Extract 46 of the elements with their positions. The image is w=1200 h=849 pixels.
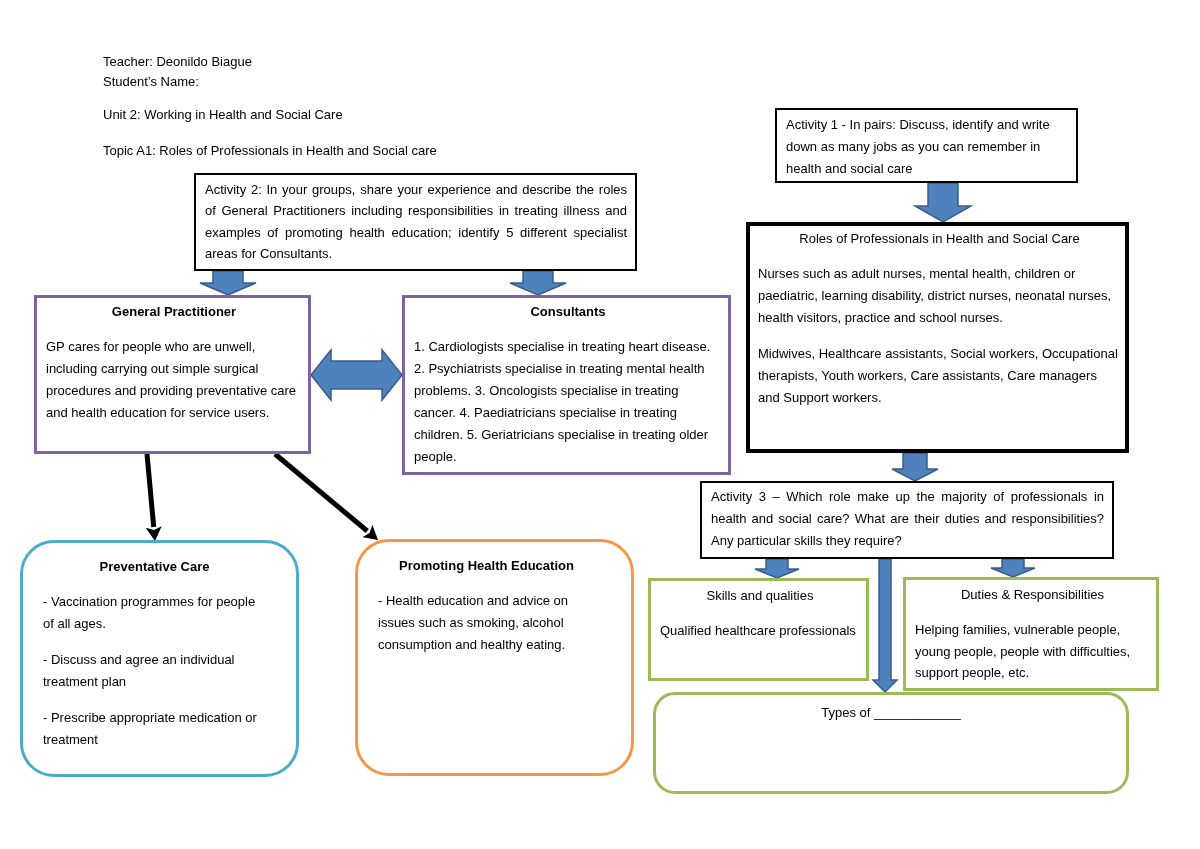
box-text: Qualified healthcare professionals bbox=[660, 622, 857, 640]
block-arrow bbox=[509, 270, 567, 296]
box-heading: Types of ____________ bbox=[820, 704, 962, 722]
info-box bbox=[903, 577, 1159, 691]
box-text: GP cares for people who are unwell, including carrying out simple surgical procedures and providing preventative care and health education for service users. bbox=[46, 338, 298, 422]
info-box bbox=[402, 295, 731, 475]
box-heading: Preventative Care bbox=[98, 558, 211, 576]
info-box bbox=[34, 295, 311, 454]
arrow bbox=[144, 453, 162, 541]
block-arrow bbox=[871, 558, 899, 694]
box-heading: Roles of Professionals in Health and Social Care bbox=[798, 230, 1081, 248]
header-text: Teacher: Deonildo Biague bbox=[103, 53, 252, 71]
box-text: Helping families, vulnerable people, young people, people with difficulties, support people, etc. bbox=[915, 621, 1132, 682]
box-heading: Skills and qualities bbox=[705, 587, 815, 605]
header-text: Topic A1: Roles of Professionals in Health and Social care bbox=[103, 142, 437, 160]
block-arrow bbox=[310, 347, 403, 403]
box-text: - Health education and advice on issues such as smoking, alcohol consumption and healthy eating. bbox=[378, 592, 570, 654]
activity-box bbox=[700, 481, 1114, 559]
box-text: Nurses such as adult nurses, mental health, children or paediatric, learning disability, district nurses, neonatal nurses, health visitors, practice and school nurses. bbox=[758, 265, 1113, 327]
rounded-info-box bbox=[355, 539, 634, 776]
box-text: Activity 2: In your groups, share your experience and describe the roles of General Practitioners including responsibilities in treating illness and examples of promoting health education; identify 5 different specialist areas for Consultants. bbox=[205, 181, 627, 263]
header-text: Student’s Name: bbox=[103, 73, 199, 91]
arrow bbox=[273, 452, 378, 540]
box-text: Activity 3 – Which role make up the majority of professionals in health and social care? What are their duties and responsibilities? Any particular skills they require? bbox=[711, 488, 1104, 550]
box-heading: General Practitioner bbox=[110, 303, 238, 321]
block-arrow bbox=[891, 452, 939, 482]
header-text: Unit 2: Working in Health and Social Care bbox=[103, 106, 343, 124]
box-heading: Consultants bbox=[529, 303, 607, 321]
block-arrow bbox=[912, 182, 974, 223]
box-text: Midwives, Healthcare assistants, Social workers, Occupational therapists, Youth workers, Care assistants, Care managers and Support workers. bbox=[758, 345, 1119, 407]
box-text: - Prescribe appropriate medication or treatment bbox=[43, 709, 258, 749]
box-heading: Duties & Responsibilities bbox=[959, 586, 1106, 604]
box-text: Activity 1 - In pairs: Discuss, identify and write down as many jobs as you can remember in health and social care bbox=[786, 116, 1051, 178]
info-box bbox=[746, 222, 1129, 453]
block-arrow bbox=[199, 270, 257, 296]
activity-box bbox=[194, 173, 637, 271]
rounded-info-box bbox=[20, 540, 299, 777]
box-heading: Promoting Health Education bbox=[398, 557, 575, 575]
block-arrow bbox=[754, 558, 800, 579]
info-box bbox=[648, 578, 869, 681]
box-text: 1. Cardiologists specialise in treating heart disease. 2. Psychiatrists specialise in treating mental health problems. 3. Oncologists specialise in treating cancer. 4. Paediatricians specialise in treating children. 5. Geriatricians specialise in treating older people. bbox=[414, 338, 712, 466]
box-text: - Discuss and agree an individual treatment plan bbox=[43, 651, 236, 691]
block-arrow bbox=[990, 558, 1036, 578]
answer-box bbox=[653, 692, 1129, 794]
box-text: - Vaccination programmes for people of all ages. bbox=[43, 593, 257, 633]
activity-box bbox=[775, 108, 1078, 183]
